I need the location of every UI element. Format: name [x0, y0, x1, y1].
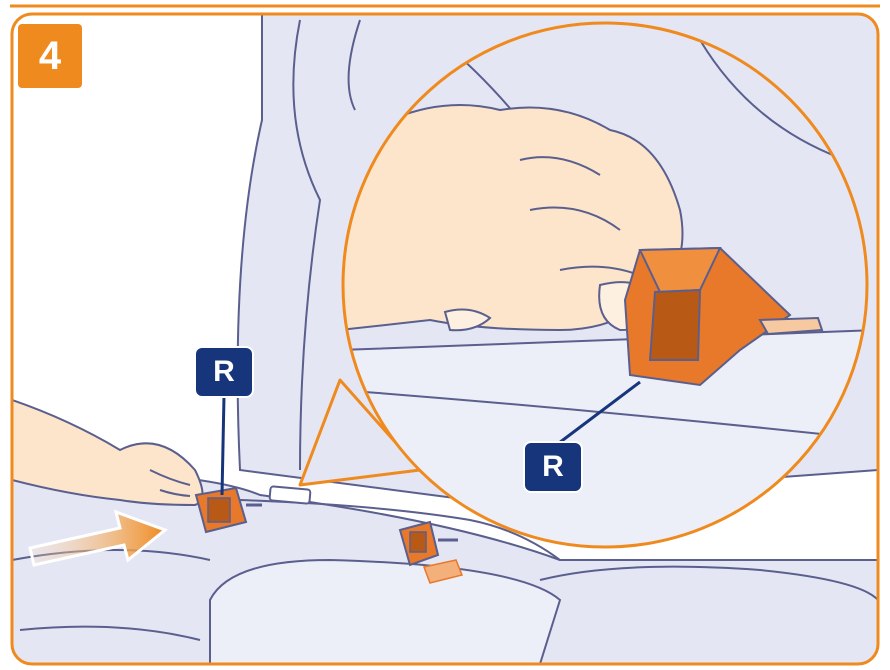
leader-line-left: [220, 395, 226, 496]
isofix-guide-icon: [194, 486, 262, 534]
leader-line-right: [554, 380, 641, 448]
left-hand: [12, 398, 204, 507]
callout-r-label-left: R: [196, 348, 252, 396]
callout-r-label-right: R: [525, 443, 581, 491]
callout-letter: R: [542, 450, 564, 483]
panel-frame: [10, 12, 880, 666]
isofix-slot: [268, 485, 312, 505]
zoom-detail-circle: [341, 21, 869, 549]
step-number: 4: [38, 33, 62, 78]
isofix-guide-icon: [398, 520, 464, 584]
step-number-badge: 4: [18, 24, 82, 88]
push-arrow-icon: [28, 509, 168, 567]
zoom-pointer: [298, 378, 422, 487]
callout-letter: R: [213, 355, 235, 388]
